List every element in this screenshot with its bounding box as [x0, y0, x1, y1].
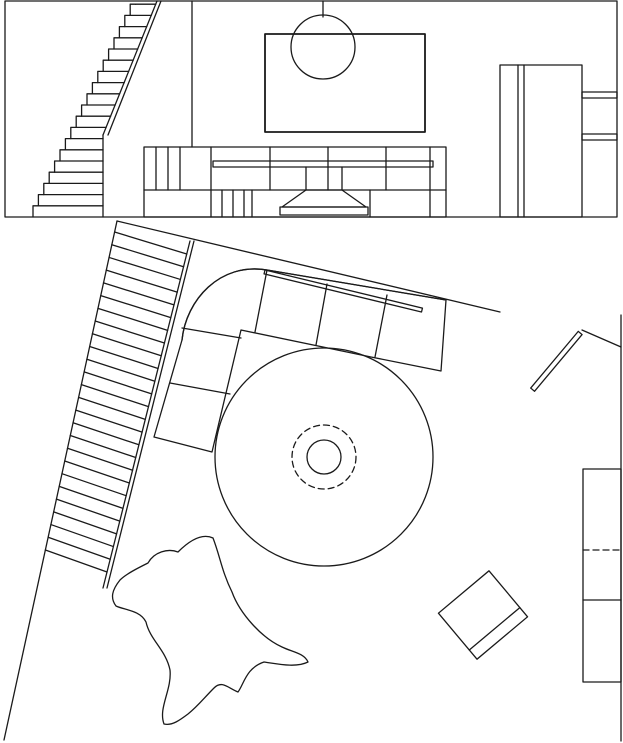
stair-tread — [77, 396, 146, 421]
stair-tread — [53, 511, 118, 535]
stair-tread — [97, 307, 169, 331]
door-frame — [581, 329, 622, 348]
sofa-cushion-seam — [315, 283, 328, 346]
armchair — [437, 570, 529, 660]
stair-tread — [113, 231, 188, 255]
plan-view — [3, 220, 622, 742]
plan-staircase — [44, 231, 195, 589]
sofa-cushion-seam — [254, 269, 268, 333]
armchair-body — [437, 570, 529, 660]
stair-steps — [32, 3, 137, 218]
sofa-cushion-seam — [181, 327, 242, 339]
sofa-outline — [153, 268, 447, 453]
stair-tread — [75, 409, 143, 433]
hood-base — [279, 206, 369, 216]
sideboard-shelf-slot — [212, 160, 434, 168]
round-rug — [214, 347, 434, 567]
stair-tread — [111, 244, 185, 268]
armchair-back — [468, 606, 521, 651]
tall-cabinet-body — [499, 64, 583, 218]
stair-treads — [44, 231, 188, 573]
wall-left — [3, 220, 118, 741]
stair-tread — [108, 256, 182, 281]
stair-tread — [58, 485, 124, 510]
sofa-cushion-seam — [169, 382, 231, 395]
stair-tread — [80, 383, 150, 408]
animal-skin-rug — [111, 535, 309, 726]
pendant-lamp — [290, 14, 356, 80]
elevation-staircase — [32, 0, 162, 218]
stair-tread — [105, 269, 178, 293]
wall-shelves — [581, 91, 618, 141]
stair-tread — [86, 358, 156, 382]
elevation-view — [4, 0, 618, 218]
sideboard — [143, 146, 447, 218]
stair-tread — [55, 498, 121, 522]
stair-tread — [61, 473, 127, 497]
stair-tread — [100, 294, 172, 319]
wall-shelf — [581, 91, 618, 99]
sofa-backrest — [181, 268, 447, 341]
wall-shelf — [581, 133, 618, 141]
stair-tread — [66, 447, 134, 471]
stair-tread — [47, 536, 111, 560]
stair-tread — [44, 549, 108, 573]
wall-top — [116, 220, 501, 313]
stair-tread — [91, 333, 162, 357]
stair-tread — [94, 320, 166, 344]
coffee-table-inner — [306, 439, 342, 475]
stair-rail-outer — [102, 0, 158, 136]
stair-outer-rail — [106, 240, 195, 589]
sofa-cushion-seam — [374, 294, 388, 358]
plan-cabinet — [582, 468, 622, 683]
tall-cabinet — [499, 64, 583, 218]
sideboard-body — [143, 146, 447, 218]
l-shaped-sofa — [153, 268, 447, 453]
stair-tread — [50, 523, 115, 548]
stair-tread — [83, 371, 153, 395]
hood-body — [281, 189, 367, 208]
stair-tread — [72, 422, 140, 446]
stair-outer-rail — [102, 240, 191, 589]
coffee-table-outer — [291, 424, 357, 490]
wall-shelf-plan — [263, 269, 424, 313]
stair-tread — [69, 434, 137, 459]
wall-panel — [264, 33, 426, 133]
fireplace-hood — [279, 166, 369, 216]
stair-tread — [102, 282, 175, 306]
stair-tread — [89, 345, 159, 370]
stair-rail-inner — [107, 0, 162, 136]
door — [530, 329, 622, 392]
stair-tread — [64, 460, 130, 484]
cabinet-body — [582, 468, 622, 683]
door-leaf — [530, 330, 583, 392]
